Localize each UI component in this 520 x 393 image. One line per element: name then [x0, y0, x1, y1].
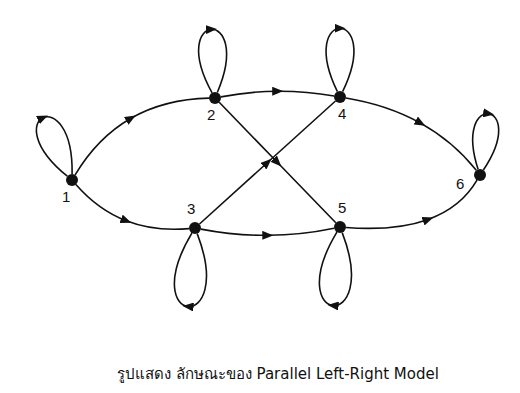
self-loop	[36, 117, 72, 176]
state-dot: 6	[474, 169, 486, 181]
transition-arrow	[346, 98, 476, 170]
state-dot: 4	[334, 91, 346, 103]
transition-arrow	[200, 101, 336, 224]
self-loop	[326, 28, 354, 91]
state-dot: 2	[209, 92, 221, 104]
self-loop	[174, 233, 206, 307]
self-loop	[473, 114, 499, 170]
self-loop	[199, 29, 227, 93]
transition-arrow	[201, 228, 334, 235]
figure-caption: รูปแสดง ลักษณะของ Parallel Left-Right Mo…	[117, 364, 439, 384]
transition-arrow	[219, 102, 336, 222]
state-number: 2	[207, 106, 215, 124]
self-loop	[319, 232, 351, 306]
state-dot: 5	[334, 221, 346, 233]
transition-arrow	[75, 98, 209, 175]
state-number: 5	[338, 199, 346, 217]
state-dot: 3	[189, 222, 201, 234]
transition-arrow	[221, 91, 334, 97]
state-number: 1	[62, 188, 70, 206]
transition-arrow	[76, 185, 189, 230]
state-number: 3	[187, 200, 195, 218]
state-number: 4	[338, 105, 346, 123]
state-dot: 1	[66, 174, 78, 186]
state-number: 6	[456, 175, 464, 193]
